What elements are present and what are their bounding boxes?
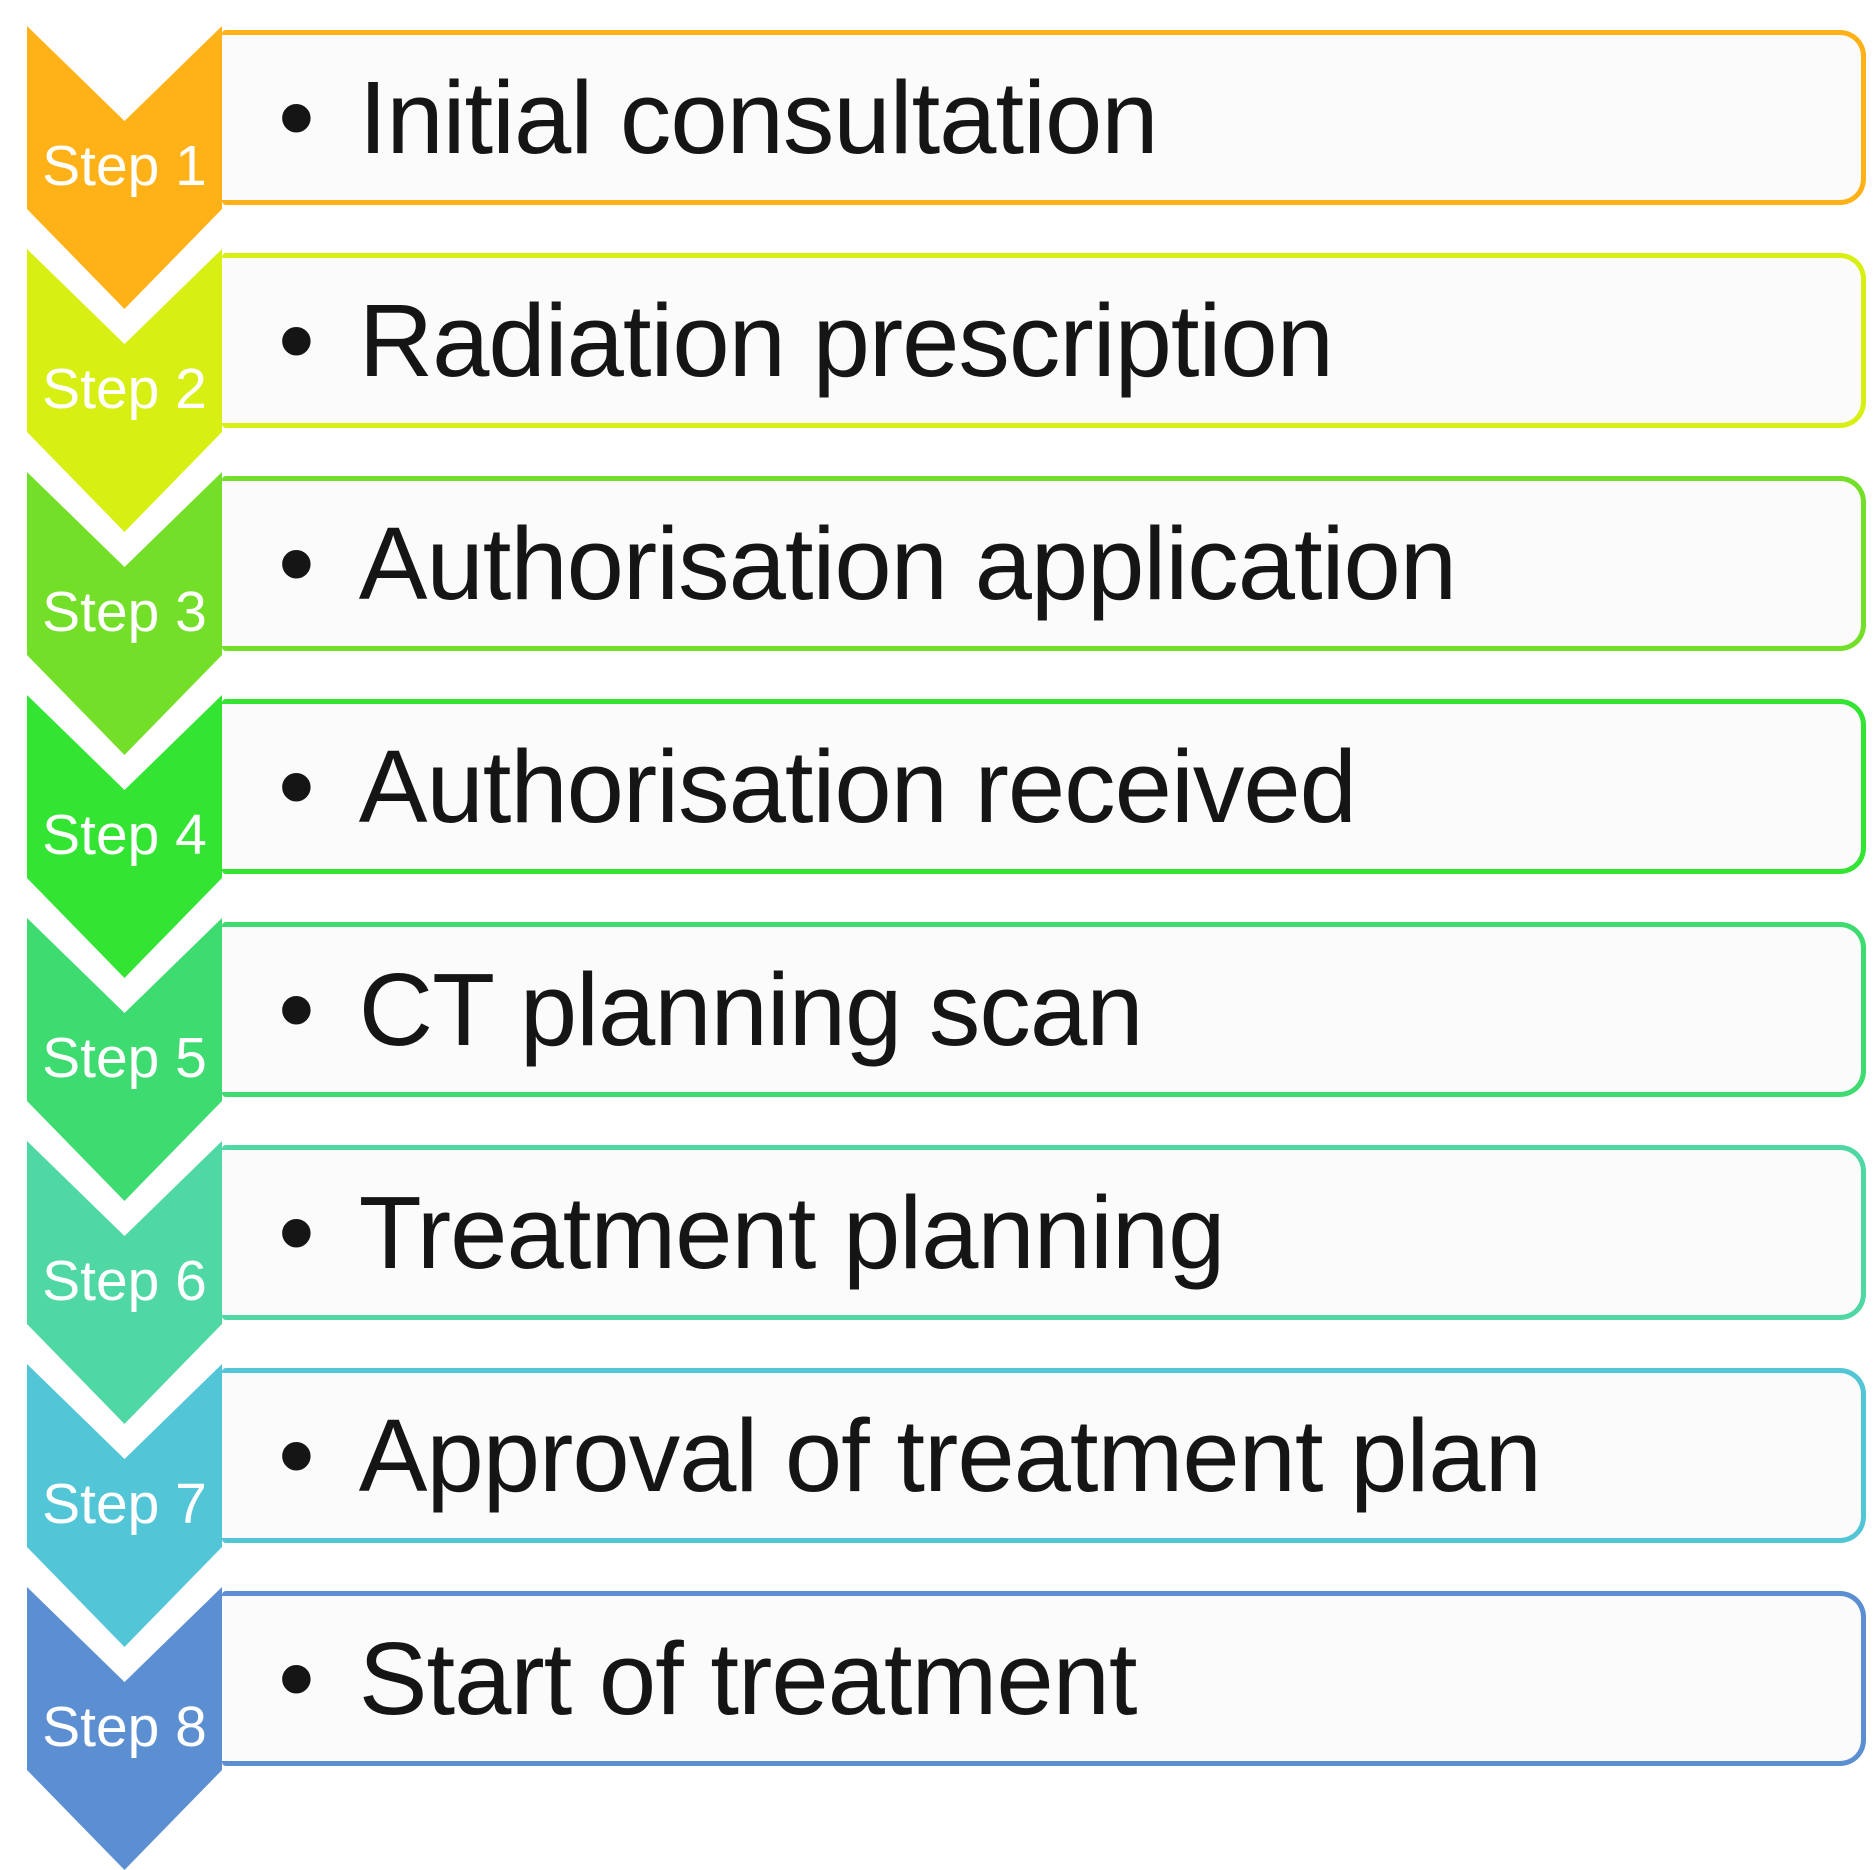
step-number-label: Step 7: [42, 1472, 207, 1536]
step-description-box: • Authorisation received: [222, 699, 1866, 874]
process-step: Step 8 • Start of treatment: [0, 1572, 1873, 1870]
step-description-box: • Approval of treatment plan: [222, 1368, 1866, 1543]
process-step: Step 1 • Initial consultation: [0, 11, 1873, 318]
chevron-down-arrow-icon: [21, 1126, 228, 1433]
chevron-down-arrow-icon: [21, 234, 228, 541]
step-number-label: Step 3: [42, 580, 207, 644]
step-description-box: • Authorisation application: [222, 476, 1866, 651]
chevron-down-arrow-icon: [21, 11, 228, 318]
step-description-text: Authorisation application: [358, 506, 1457, 621]
chevron-down-arrow-icon: [21, 1349, 228, 1656]
bullet-icon: •: [278, 1174, 315, 1291]
chevron-down-arrow-icon: [21, 1572, 228, 1870]
bullet-icon: •: [278, 1397, 315, 1514]
step-number-label: Step 8: [42, 1695, 207, 1759]
process-step: Step 4 • Authorisation received: [0, 680, 1873, 987]
step-number-label: Step 5: [42, 1026, 207, 1090]
process-step: Step 3 • Authorisation application: [0, 457, 1873, 764]
step-description-box: • Radiation prescription: [222, 253, 1866, 428]
bullet-icon: •: [278, 728, 315, 845]
bullet-icon: •: [278, 1620, 315, 1737]
step-number-label: Step 1: [42, 134, 207, 198]
step-description-box: • Initial consultation: [222, 30, 1866, 205]
step-description-box: • Start of treatment: [222, 1591, 1866, 1766]
process-step: Step 7 • Approval of treatment plan: [0, 1349, 1873, 1656]
process-step: Step 2 • Radiation prescription: [0, 234, 1873, 541]
step-number-label: Step 6: [42, 1249, 207, 1313]
step-description-text: Initial consultation: [358, 60, 1159, 175]
step-number-label: Step 4: [42, 803, 207, 867]
chevron-down-arrow-icon: [21, 457, 228, 764]
bullet-icon: •: [278, 505, 315, 622]
step-description-text: Approval of treatment plan: [358, 1398, 1542, 1513]
process-step: Step 6 • Treatment planning: [0, 1126, 1873, 1433]
step-description-box: • Treatment planning: [222, 1145, 1866, 1320]
bullet-icon: •: [278, 951, 315, 1068]
step-description-text: CT planning scan: [358, 952, 1144, 1067]
bullet-icon: •: [278, 282, 315, 399]
bullet-icon: •: [278, 59, 315, 176]
process-step: Step 5 • CT planning scan: [0, 903, 1873, 1210]
step-description-text: Radiation prescription: [358, 283, 1334, 398]
step-number-label: Step 2: [42, 357, 207, 421]
step-description-text: Treatment planning: [358, 1175, 1226, 1290]
chevron-down-arrow-icon: [21, 680, 228, 987]
chevron-down-arrow-icon: [21, 903, 228, 1210]
step-description-box: • CT planning scan: [222, 922, 1866, 1097]
step-description-text: Start of treatment: [358, 1621, 1138, 1736]
step-description-text: Authorisation received: [358, 729, 1357, 844]
